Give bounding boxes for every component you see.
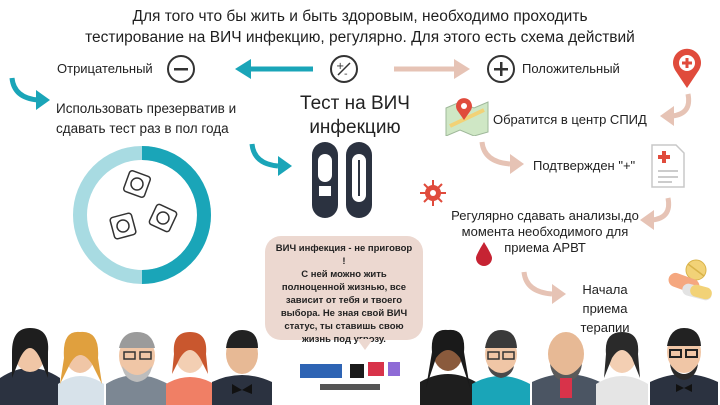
plus-minus-icon: +-: [330, 55, 358, 83]
curved-arrow-right-2: [479, 141, 524, 174]
bubble-line-1: ВИЧ инфекция - не приговор !: [275, 243, 413, 267]
curved-arrow-right-3: [640, 197, 672, 230]
negative-advice-line-2: сдавать тест раз в пол года: [56, 121, 229, 136]
test-title-line-1: Тест на ВИЧ: [300, 93, 410, 114]
person-4: [166, 332, 214, 405]
curved-arrow-to-test: [249, 143, 292, 176]
header-line-2: тестирование на ВИЧ инфекцию, регулярно.…: [85, 29, 635, 46]
logo-block-blue: [300, 364, 342, 378]
person-9: [596, 332, 648, 405]
svg-text:+: +: [336, 61, 344, 72]
blood-drop-icon: [476, 242, 492, 266]
person-1: [0, 328, 60, 405]
plus-circle-icon: [487, 55, 515, 83]
logo-block-red: [368, 362, 384, 376]
step-confirmed: Подтвержден "+": [533, 158, 636, 173]
logo-block-purple: [388, 362, 400, 376]
step-regular-line-3: приема АРВТ: [504, 240, 586, 255]
bubble-line-5: выбора. Не зная свой ВИЧ: [280, 308, 408, 319]
bubble-line-6: статус, ты ставишь свою: [284, 321, 404, 332]
speech-bubble: ВИЧ инфекция - не приговор ! С ней можно…: [265, 236, 423, 350]
header-title: Для того что бы жить и быть здоровым, не…: [0, 6, 720, 48]
arrow-left-teal: [235, 59, 313, 79]
person-8: [532, 332, 600, 405]
person-10: [650, 328, 718, 405]
bubble-line-4: зависит от тебя и твоего: [285, 295, 403, 306]
logo-block-gray: [320, 384, 380, 390]
person-5: [212, 330, 272, 405]
curved-arrow-right-4: [521, 271, 566, 304]
negative-advice-line-1: Использовать презерватив и: [56, 101, 237, 116]
header-line-1: Для того что бы жить и быть здоровым, не…: [132, 8, 588, 25]
bubble-line-7: жизнь под угрозу.: [302, 334, 386, 345]
step-therapy-line-1: Начала приема: [582, 282, 628, 316]
step-therapy-line-2: терапии: [580, 320, 630, 335]
negative-label: Отрицательный: [57, 61, 153, 76]
step-aids-center: Обратится в центр СПИД: [493, 112, 647, 127]
person-2: [58, 331, 104, 405]
curved-arrow-negative: [9, 77, 50, 110]
location-pin-icon: [673, 48, 701, 88]
virus-icon: [420, 180, 446, 206]
bubble-line-3: полноценной жизнью, все: [281, 282, 407, 293]
person-3: [106, 332, 168, 405]
arrow-right-salmon: [394, 59, 470, 79]
minus-circle-icon: [167, 55, 195, 83]
test-title-line-2: инфекцию: [309, 117, 401, 138]
positive-label: Положительный: [522, 61, 620, 76]
step-regular-line-1: Регулярно сдавать анализы,до: [451, 208, 639, 223]
step-regular: Регулярно сдавать анализы,до момента нео…: [440, 208, 650, 256]
step-therapy: Начала приема терапии: [560, 280, 650, 337]
condom-icon: [109, 169, 178, 240]
test-title: Тест на ВИЧ инфекцию: [280, 92, 430, 140]
logo-block-dark: [350, 364, 364, 378]
curved-arrow-right-1: [660, 93, 692, 126]
map-icon: [445, 98, 489, 136]
bubble-line-2: С ней можно жить: [301, 269, 387, 280]
pills-icon: [668, 259, 712, 301]
document-icon: [651, 144, 685, 188]
step-regular-line-2: момента необходимого для: [461, 224, 629, 239]
partner-logos: [300, 358, 412, 398]
person-7: [472, 330, 530, 405]
negative-advice: Использовать презерватив и сдавать тест …: [56, 99, 236, 139]
condom-donut: [73, 146, 211, 284]
test-strip-icon: [312, 142, 372, 218]
people-illustration: [0, 328, 718, 405]
svg-text:-: -: [344, 69, 348, 78]
person-6: [420, 329, 476, 405]
